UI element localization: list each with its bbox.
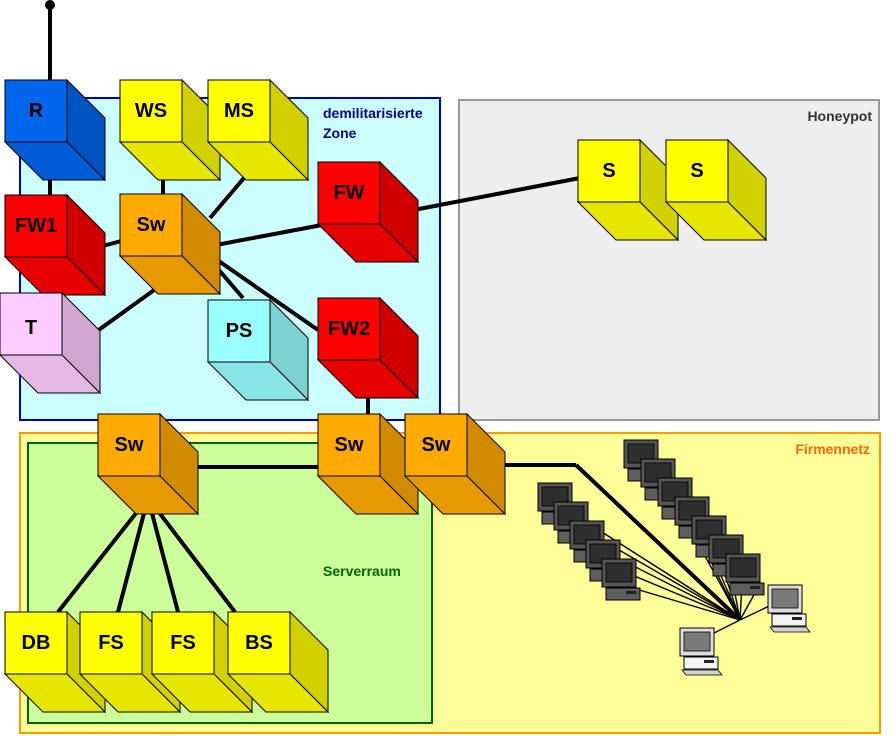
workstation-icon	[601, 558, 641, 601]
zone-firmennetz-label: Firmennetz	[795, 441, 870, 457]
node-label: PS	[226, 320, 253, 342]
link-fw-honeypot	[397, 176, 581, 215]
node-face-bottom	[206, 361, 310, 401]
zone-dmz-label-line2: Zone	[323, 125, 357, 141]
node-label: WS	[135, 100, 167, 122]
workstation-icon	[679, 627, 723, 676]
node-face-bottom	[96, 475, 200, 515]
node-face-bottom	[316, 359, 420, 399]
node-server-switch[interactable]: Sw	[96, 412, 200, 516]
node-face-bottom	[316, 475, 420, 515]
node-ps[interactable]: PS	[206, 298, 310, 402]
node-face-bottom	[206, 141, 310, 181]
node-label: T	[25, 317, 37, 339]
link-switch-bs	[146, 496, 237, 614]
node-label: Sw	[115, 434, 144, 456]
node-face-bottom	[403, 475, 507, 515]
node-face-bottom	[3, 673, 107, 713]
node-face-bottom	[78, 673, 182, 713]
zone-dmz-label-line1: demilitarisierte	[323, 105, 423, 121]
node-honeypot-firewall[interactable]: FW	[316, 160, 420, 264]
node-label: Sw	[137, 214, 166, 236]
zone-serverraum-label: Serverraum	[323, 563, 401, 579]
node-dmz-switch[interactable]: Sw	[118, 192, 222, 296]
link-trunk-workstations	[574, 463, 742, 622]
workstation-cluster	[537, 439, 811, 676]
node-face-bottom	[150, 673, 254, 713]
node-label: FS	[170, 632, 196, 654]
node-backup-server[interactable]: BS	[226, 610, 330, 714]
node-label: DB	[22, 632, 51, 654]
node-honeypot-server-1[interactable]: S	[576, 138, 680, 242]
workstation-icon	[725, 553, 765, 596]
node-label: FS	[98, 632, 124, 654]
node-face-bottom	[3, 256, 107, 296]
node-mailserver[interactable]: MS	[206, 78, 310, 182]
node-firewall1[interactable]: FW1	[3, 193, 107, 297]
node-face-bottom	[0, 354, 102, 394]
node-label: MS	[224, 100, 254, 122]
node-webserver[interactable]: WS	[118, 78, 222, 182]
node-terminal[interactable]: T	[0, 291, 102, 395]
node-label: S	[602, 160, 615, 182]
node-router[interactable]: R	[3, 78, 107, 182]
link-switch-fs1	[116, 497, 150, 613]
node-label: FW1	[15, 215, 57, 237]
node-honeypot-server-2[interactable]: S	[664, 138, 768, 242]
node-client-switch[interactable]: Sw	[403, 412, 507, 516]
node-face-bottom	[118, 255, 222, 295]
node-label: FW	[333, 182, 364, 204]
node-face-bottom	[118, 141, 222, 181]
node-firewall2[interactable]: FW2	[316, 296, 420, 400]
node-face-bottom	[226, 673, 330, 713]
node-face-bottom	[576, 201, 680, 241]
node-label: Sw	[335, 434, 364, 456]
link-switch-fs2	[146, 497, 180, 613]
node-label: BS	[245, 632, 273, 654]
node-core-switch[interactable]: Sw	[316, 412, 420, 516]
node-label: Sw	[422, 434, 451, 456]
node-face-bottom	[3, 141, 107, 181]
node-label: FW2	[328, 318, 370, 340]
link-switch-db	[56, 496, 150, 614]
workstation-icon	[767, 584, 811, 633]
node-face-bottom	[316, 223, 420, 263]
uplink-endpoint	[45, 0, 55, 10]
node-label: S	[690, 160, 703, 182]
zone-honeypot-label: Honeypot	[807, 108, 872, 124]
node-label: R	[29, 100, 44, 122]
node-face-bottom	[664, 201, 768, 241]
